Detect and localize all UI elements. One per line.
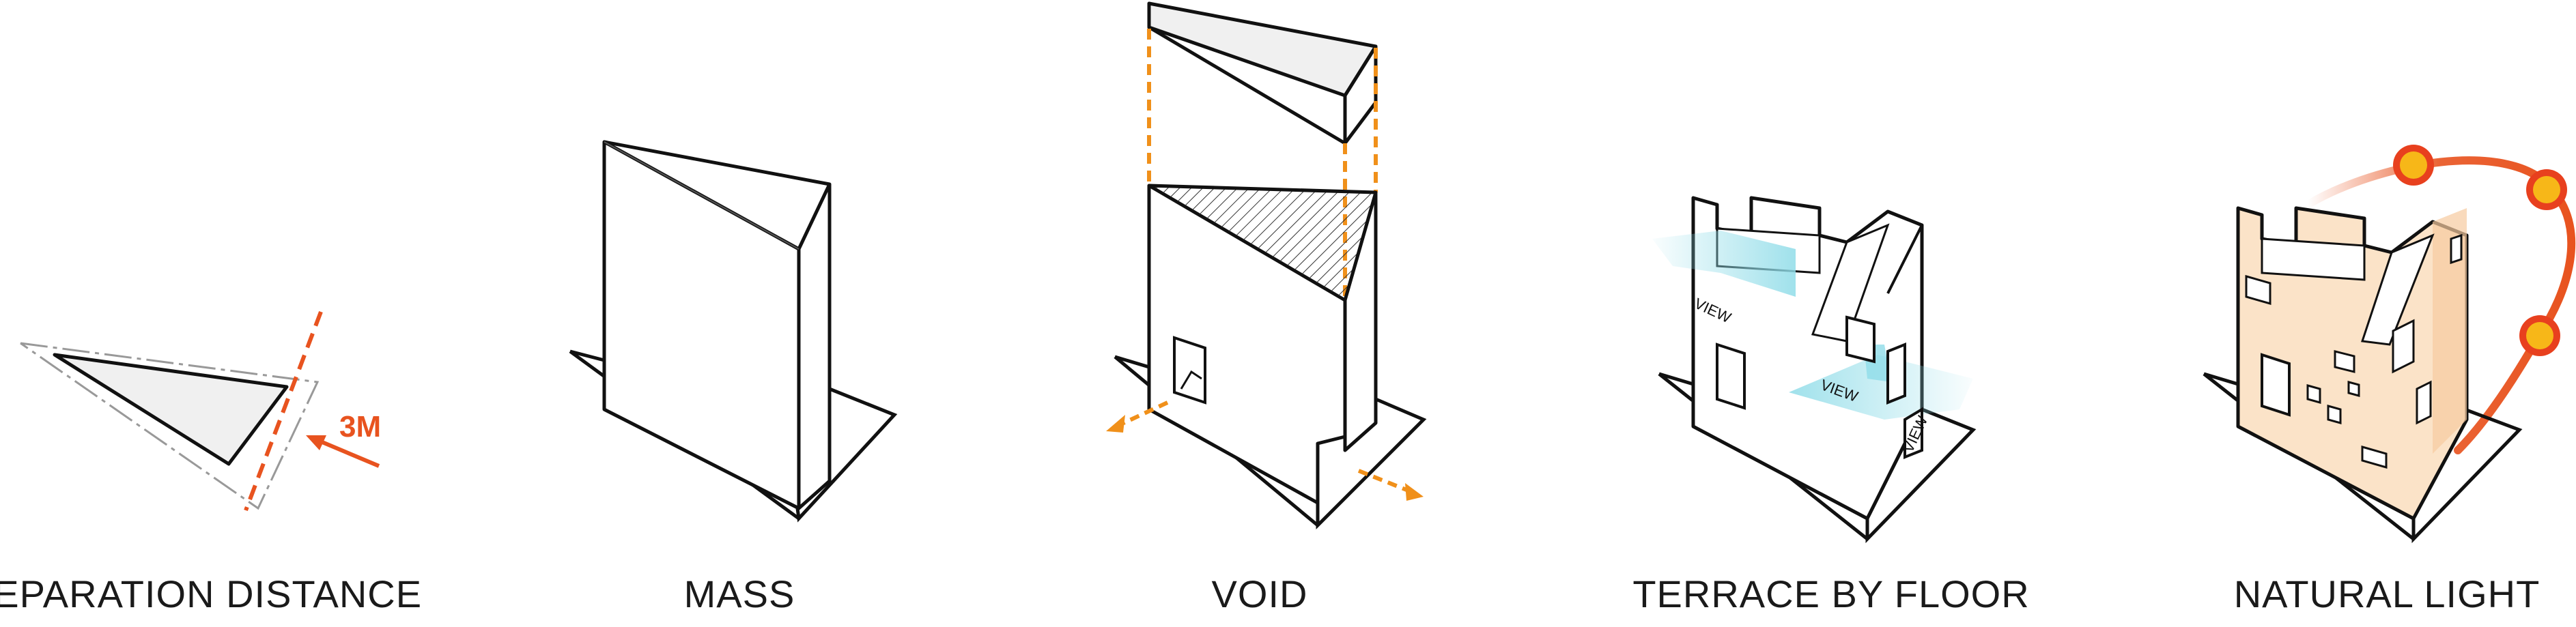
light-window-8 <box>2392 319 2415 374</box>
terrace-roof-slope <box>1886 224 1923 294</box>
sun-icon <box>2519 315 2560 356</box>
view-cone-1 <box>1652 231 1796 297</box>
terrace-window-4 <box>1903 407 1923 459</box>
void-top-edge <box>1148 184 1376 194</box>
site-boundary <box>20 342 320 510</box>
light-window-7 <box>2361 446 2388 469</box>
void-roof-top <box>1147 1 1378 98</box>
light-void-2 <box>2361 233 2435 346</box>
light-window-3 <box>2334 350 2355 373</box>
mass-front <box>602 140 801 510</box>
void-arrow-left <box>1115 400 1169 428</box>
mass-roof-crease <box>604 141 799 250</box>
void-arrow-left-head <box>1106 415 1125 433</box>
caption-terrace-by-floor: TERRACE BY FLOOR <box>1632 572 2030 615</box>
void-arrow-right <box>1357 469 1415 495</box>
terrace-window-2 <box>1845 315 1876 364</box>
caption-mass: MASS <box>683 572 795 615</box>
void-opening <box>1173 336 1206 405</box>
light-body-side <box>2433 208 2467 454</box>
setback-arrowhead <box>306 435 326 450</box>
light-window-10 <box>2450 233 2463 265</box>
terrace-diagram: VIEW VIEW VIEW <box>1652 196 1977 544</box>
light-window-1 <box>2261 353 2291 417</box>
setback-line <box>244 310 323 512</box>
mass-roof-edge <box>604 140 830 186</box>
light-window-5 <box>2327 405 2342 424</box>
void-body-side <box>1343 190 1378 452</box>
caption-natural-light: NATURAL LIGHT <box>2233 572 2540 615</box>
void-roof-bottom-edge <box>1148 25 1346 145</box>
sun-icon <box>2526 169 2567 210</box>
caption-void: VOID <box>1211 572 1308 615</box>
separation-distance-diagram: 3M <box>20 310 381 512</box>
sun-icon <box>2393 145 2434 186</box>
mass-side <box>797 182 832 510</box>
void-stair <box>1180 370 1202 390</box>
terrace-window-1 <box>1716 342 1746 410</box>
building-footprint <box>53 353 289 466</box>
setback-label: 3M <box>339 410 381 443</box>
natural-light-diagram <box>2203 156 2576 544</box>
void-diagram <box>1106 1 1427 530</box>
terrace-window-3 <box>1886 342 1906 405</box>
mass-diagram <box>569 140 898 523</box>
light-window-6 <box>2347 381 2360 397</box>
light-window-2 <box>2245 275 2271 305</box>
light-window-4 <box>2306 384 2321 404</box>
caption-separation-distance: SEPARATION DISTANCE <box>0 572 423 615</box>
view-cone-2 <box>1789 355 1973 420</box>
void-arrow-right-head <box>1405 483 1424 501</box>
light-window-9 <box>2416 380 2432 425</box>
setback-arrow <box>313 437 380 468</box>
light-void-1 <box>2261 237 2366 281</box>
